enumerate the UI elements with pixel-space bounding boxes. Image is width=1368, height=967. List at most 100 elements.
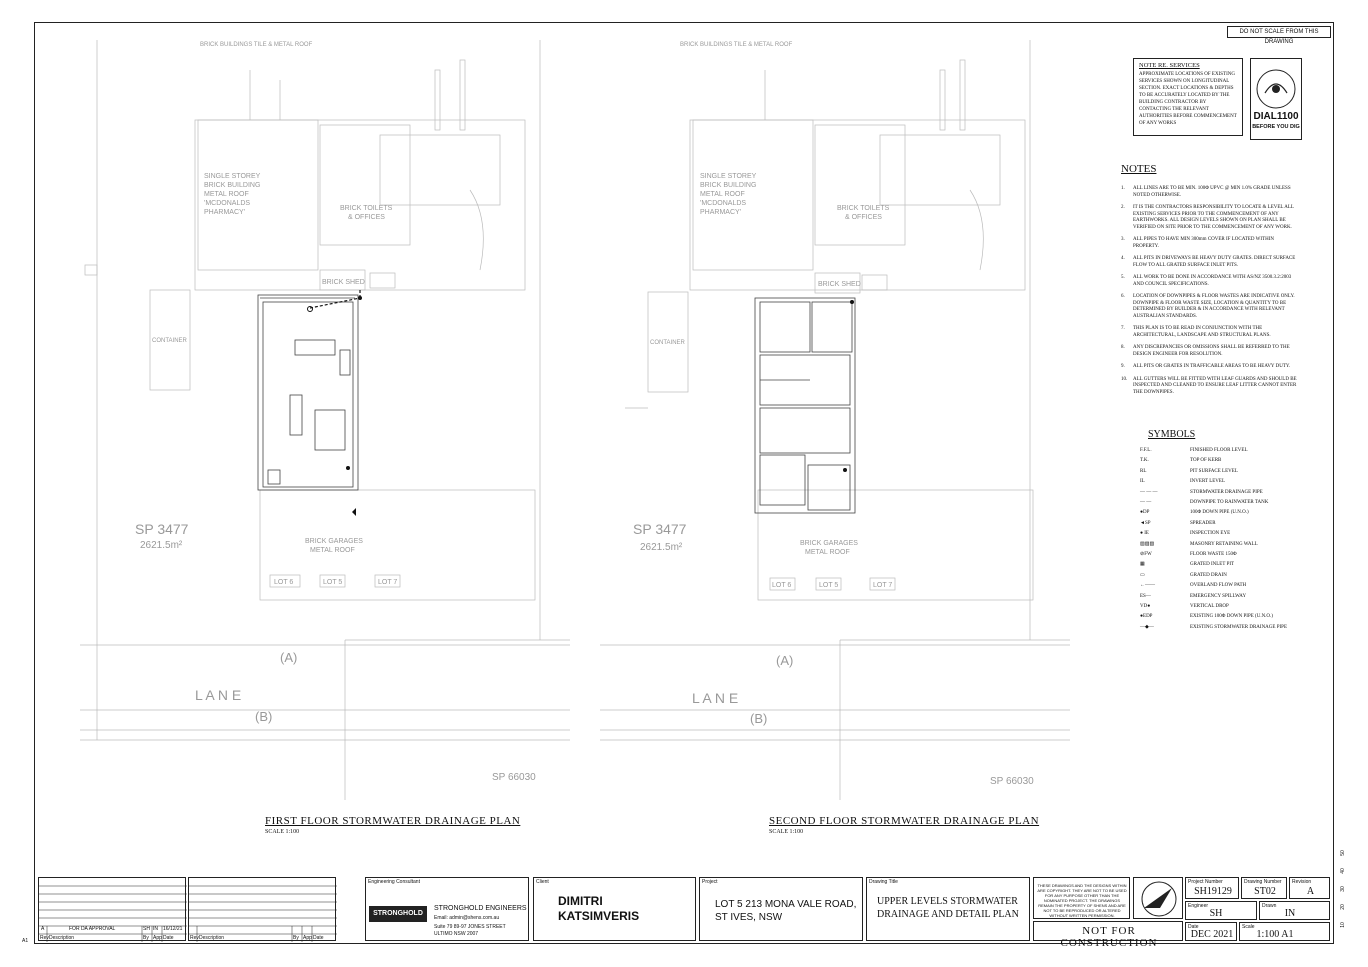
note-text: THIS PLAN IS TO BE READ IN CONJUNCTION W… (1133, 326, 1271, 338)
ruler-tick: 50 (1339, 850, 1346, 856)
note-number: 7. (1121, 326, 1125, 331)
symbol-key: F.F.L. (1140, 448, 1152, 453)
drawn-cell: Drawn IN (1259, 901, 1330, 920)
symbol-key: VD● (1140, 604, 1151, 609)
drawing-number-label: Drawing Number (1244, 879, 1282, 885)
project-label: Project (702, 879, 718, 885)
services-note-body: APPROXIMATE LOCATIONS OF EXISTING SERVIC… (1139, 72, 1237, 126)
symbol-row: —◆— EXISTING STORMWATER DRAINAGE PIPE (1140, 624, 1287, 632)
note-item: 5.ALL WORK TO BE DONE IN ACCORDANCE WITH… (1121, 275, 1301, 288)
plan2-roof-label: BRICK BUILDINGS TILE & METAL ROOF (680, 42, 793, 48)
symbol-key: ◄SP (1140, 520, 1151, 526)
note-item: 1.ALL LINES ARE TO BE MIN. 100Φ UPVC @ M… (1121, 186, 1301, 199)
plan1-marker-b: (B) (255, 709, 272, 724)
symbol-description: GRATED INLET PIT (1190, 562, 1235, 568)
revision-table-2: Rev Description By App Date (188, 877, 337, 942)
drawing-number-cell: Drawing Number ST02 (1241, 877, 1287, 899)
col-app-2: App (303, 935, 312, 941)
sheet-size: A1 (22, 938, 29, 944)
symbol-description: MASONRY RETAINING WALL (1190, 541, 1258, 547)
date-cell: Date DEC 2021 (1185, 922, 1237, 941)
col-app: App (153, 935, 162, 941)
symbol-description: EXISTING STORMWATER DRAINAGE PIPE (1190, 624, 1287, 630)
plan2-marker-b: (B) (750, 711, 767, 726)
symbol-key: —◆— (1140, 624, 1154, 630)
symbol-row: F.F.L.FINISHED FLOOR LEVEL (1140, 447, 1248, 455)
note-text: ALL WORK TO BE DONE IN ACCORDANCE WITH A… (1133, 275, 1292, 287)
note-item: 7. THIS PLAN IS TO BE READ IN CONJUNCTION… (1121, 326, 1301, 339)
symbol-row: ▭GRATED DRAIN (1140, 572, 1227, 580)
drawing-title-label: Drawing Title (869, 879, 898, 885)
col-desc: Description (49, 935, 75, 941)
plan1-lot7-label: LOT 7 (378, 579, 397, 586)
note-number: 2. (1121, 205, 1125, 210)
note-number: 4. (1121, 256, 1125, 261)
col-rev-2: Rev (190, 935, 199, 941)
symbol-key: — — — (1140, 489, 1158, 495)
notes-heading: NOTES (1121, 163, 1157, 175)
scale-cell: Scale 1:100 A1 (1239, 922, 1330, 941)
note-number: 1. (1121, 186, 1125, 191)
plan2-lane-label: L A N E (692, 690, 738, 706)
consultant-block: Engineering Consultant STRONGHOLD STRONG… (365, 877, 529, 941)
notes-list: 1.ALL LINES ARE TO BE MIN. 100Φ UPVC @ M… (1121, 186, 1301, 402)
status-text: NOT FOR CONSTRUCTION (1060, 925, 1158, 949)
engineer-cell: Engineer SH (1185, 901, 1257, 920)
col-desc-2: Description (199, 935, 225, 941)
plan1-title: FIRST FLOOR STORMWATER DRAINAGE PLAN (265, 815, 521, 827)
consultant-email: Email: admin@shens.com.au (434, 915, 500, 921)
north-arrow-icon (1141, 881, 1177, 917)
copyright-text: THESE DRAWINGS AND THE DESIGNS WITHIN AR… (1037, 883, 1127, 918)
col-rev: Rev (40, 935, 49, 941)
project-number-cell: Project Number SH19129 (1185, 877, 1239, 899)
dial-sub: BEFORE YOU DIG (1252, 124, 1300, 130)
north-point (1133, 877, 1183, 919)
drawing-title-2: DRAINAGE AND DETAIL PLAN (877, 909, 1019, 920)
plan2-shed-label: BRICK SHED (818, 281, 861, 288)
drawing-frame (34, 22, 1334, 944)
scale-value: 1:100 A1 (1256, 929, 1294, 940)
symbol-description: VERTICAL DROP (1190, 604, 1229, 609)
note-text: ALL PITS OR GRATES IN TRAFFICABLE AREAS … (1133, 364, 1291, 369)
symbol-key: ES— (1140, 593, 1151, 599)
project-line-2: ST IVES, NSW (715, 912, 783, 923)
ruler-tick: 30 (1339, 886, 1346, 892)
symbol-key: ←—— (1140, 583, 1155, 589)
plan-second-floor: BRICK BUILDINGS TILE & METAL ROOF SINGLE… (600, 40, 1070, 800)
symbol-description: INVERT LEVEL (1190, 479, 1226, 485)
note-text: IT IS THE CONTRACTORS RESPONSIBILITY TO … (1133, 205, 1294, 230)
symbol-description: INSPECTION EYE (1190, 531, 1231, 537)
symbol-row: ▨▨▨MASONRY RETAINING WALL (1140, 541, 1258, 549)
consultant-name: STRONGHOLD ENGINEERS (434, 905, 527, 912)
do-not-scale-note: DO NOT SCALE FROM THIS DRAWING (1227, 26, 1331, 45)
symbol-key: T.K. (1140, 458, 1149, 464)
ruler-tick: 20 (1339, 904, 1346, 910)
client-block: Client DIMITRI KATSIMVERIS (533, 877, 696, 941)
plan1-lot5-label: LOT 5 (323, 579, 342, 586)
plan2-lot6-label: LOT 6 (772, 582, 791, 589)
note-number: 9. (1121, 364, 1125, 369)
plan2-title: SECOND FLOOR STORMWATER DRAINAGE PLAN (769, 815, 1040, 827)
plan2-area-label: 2621.5m² (640, 542, 683, 553)
plan2-lot5-label: LOT 5 (819, 582, 838, 589)
symbol-key: ⊘FW (1140, 552, 1152, 557)
col-by-2: By (293, 935, 299, 941)
symbol-description: FLOOR WASTE 150Φ (1190, 552, 1237, 557)
symbol-description: EMERGENCY SPILLWAY (1190, 593, 1247, 599)
symbol-row: ⊘FW FLOOR WASTE 150Φ (1140, 551, 1237, 559)
symbol-key: — — (1140, 500, 1152, 505)
symbol-description: 100Φ DOWN PIPE (U.N.O.) (1190, 510, 1249, 516)
plan1-roof-label: BRICK BUILDINGS TILE & METAL ROOF (200, 42, 313, 48)
note-item: 10.ALL GUTTERS WILL BE FITTED WITH LEAF … (1121, 377, 1301, 397)
note-text: ALL PITS IN DRIVEWAYS BE HEAVY DUTY GRAT… (1133, 256, 1296, 268)
symbol-description: GRATED DRAIN (1190, 572, 1227, 578)
symbol-description: OVERLAND FLOW PATH (1190, 583, 1247, 589)
project-number-label: Project Number (1188, 879, 1223, 885)
